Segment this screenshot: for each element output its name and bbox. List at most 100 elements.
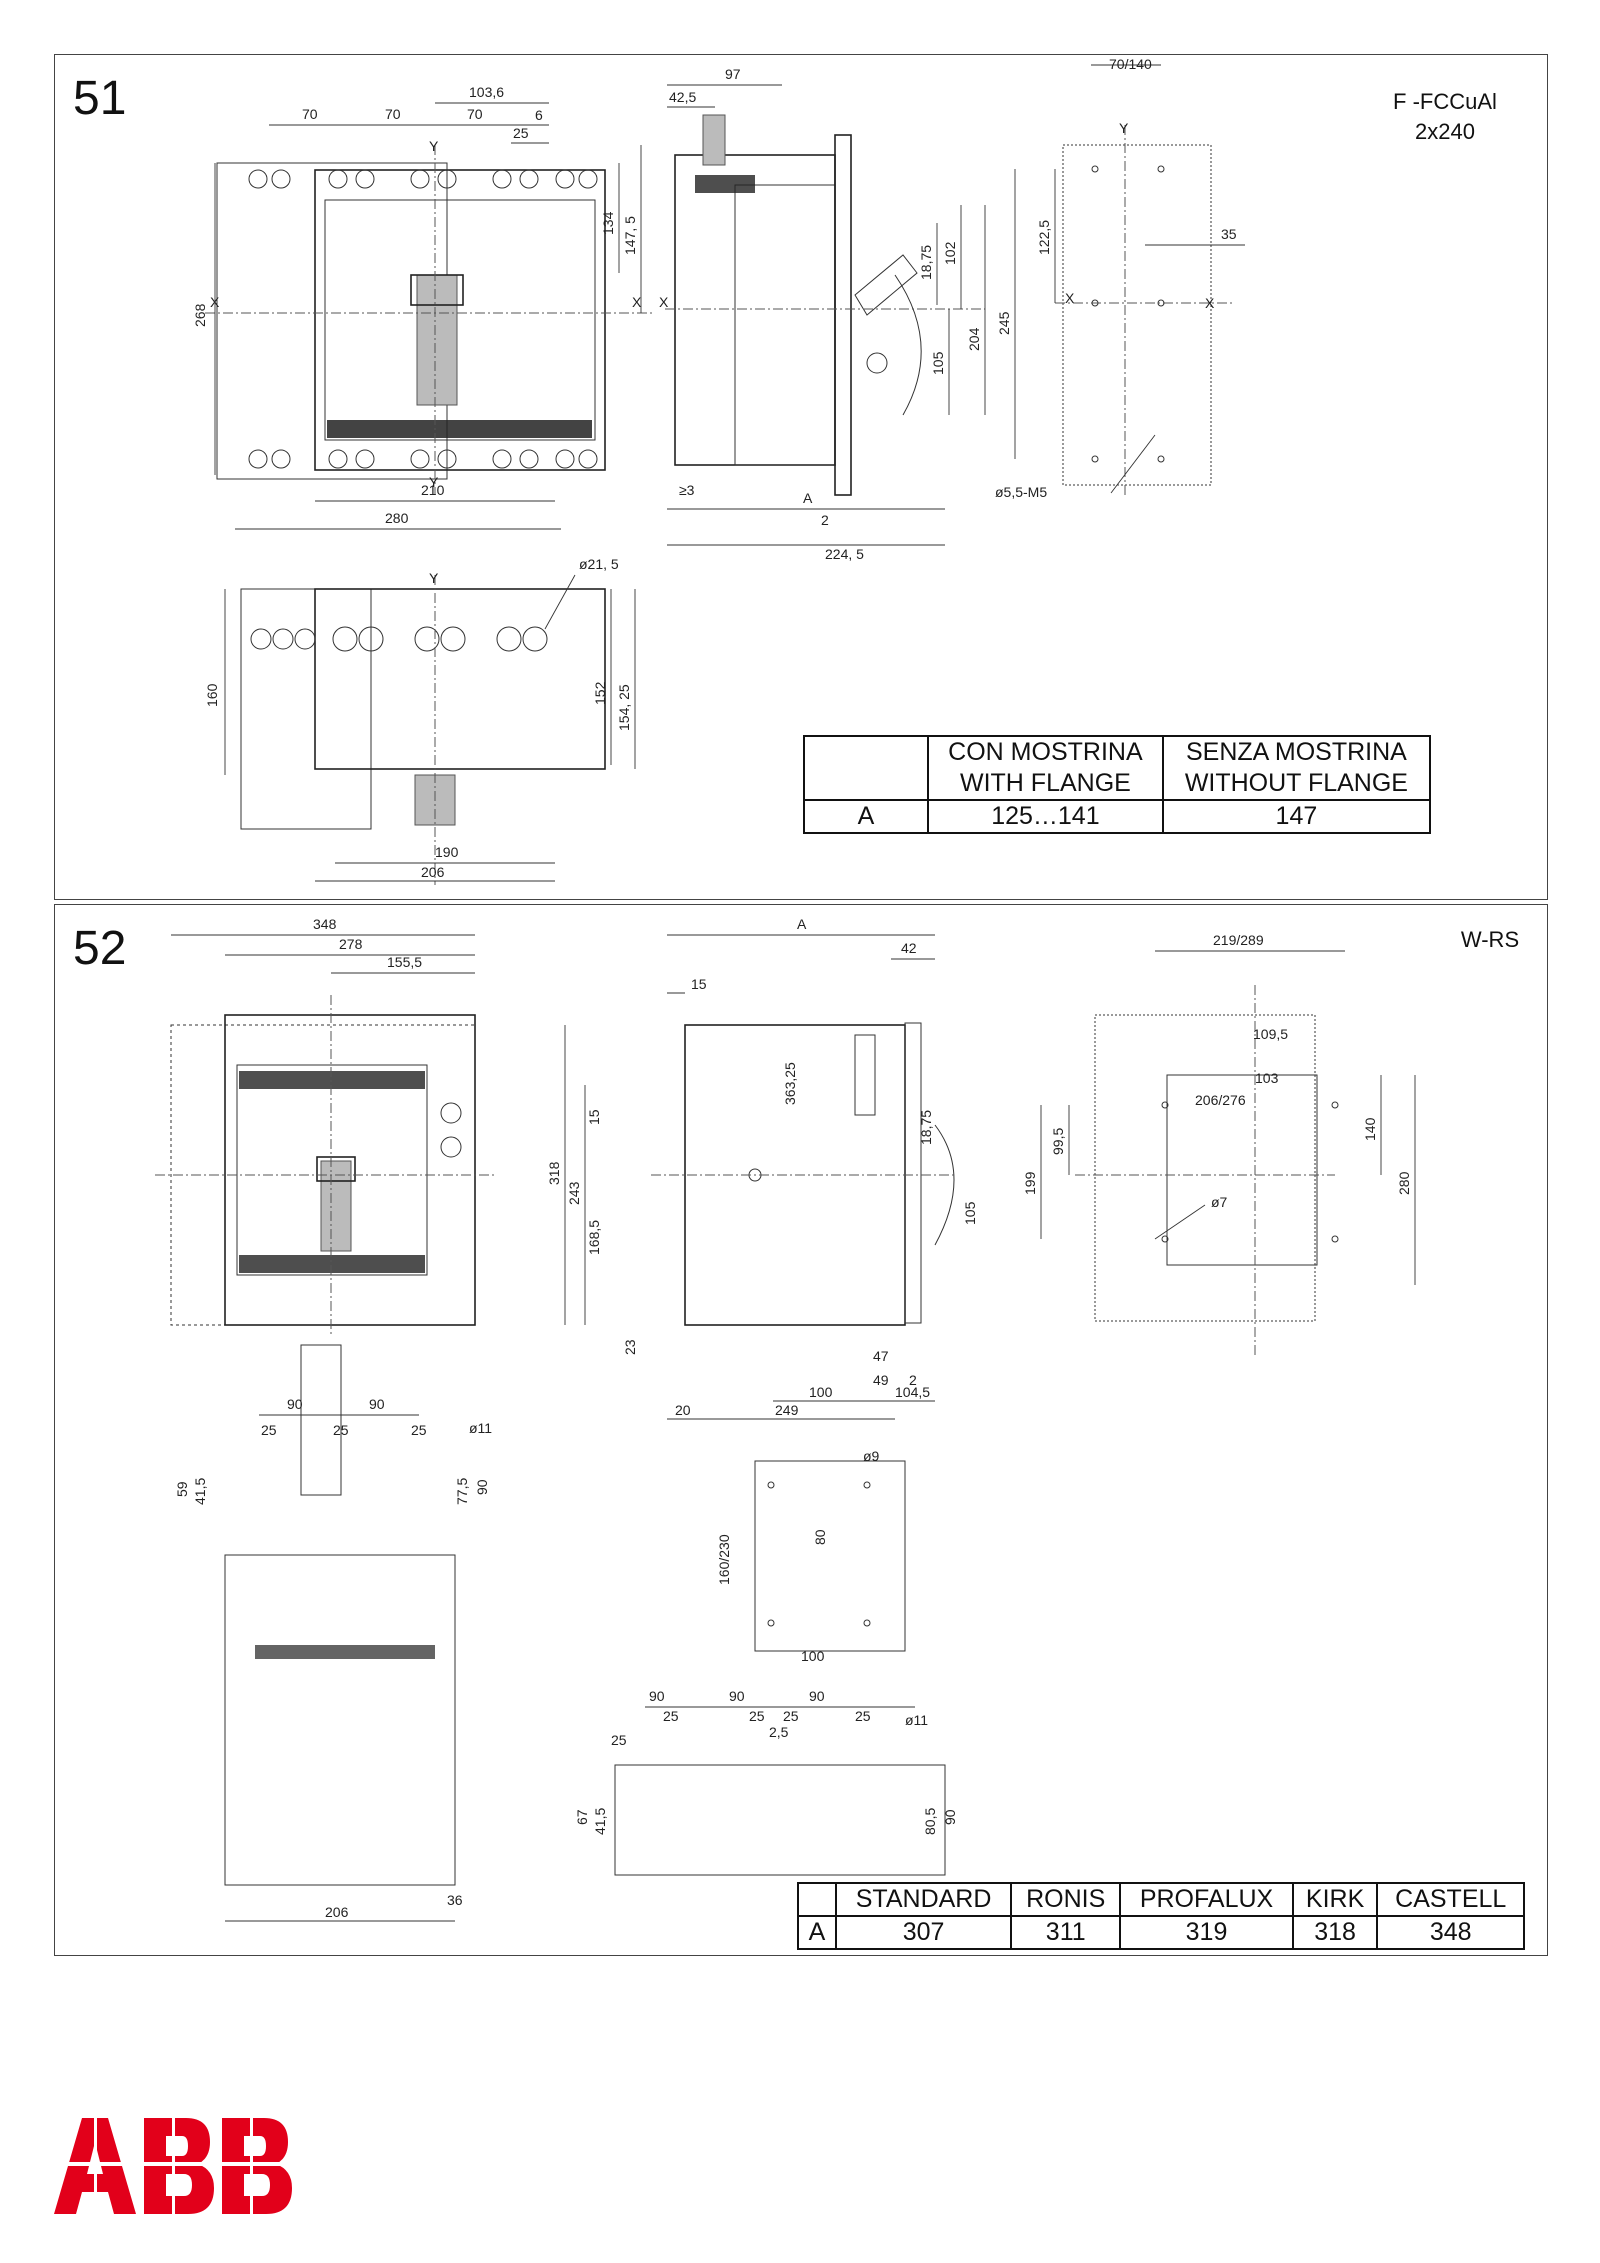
dim-25: 25 (261, 1422, 277, 1438)
panel-number: 52 (73, 922, 127, 975)
table-header-cell: CASTELL (1376, 1882, 1525, 1917)
dim-diam-9: ø9 (863, 1448, 880, 1464)
table-cell: 319 (1119, 1915, 1294, 1950)
dim-90: 90 (649, 1688, 665, 1704)
dim-25: 25 (783, 1708, 799, 1724)
dim-278: 278 (339, 936, 363, 952)
front-view: X X Y Y 70 70 70 103,6 25 6 134 147, 5 2… (192, 84, 655, 530)
dim-147-5: 147, 5 (622, 216, 638, 255)
dim-70: 70 (302, 106, 318, 122)
dim-47: 47 (873, 1348, 889, 1364)
table-row: A 307 311 319 318 348 (797, 1915, 1525, 1950)
dim-2: 2 (909, 1372, 917, 1388)
dim-18-75: 18,75 (918, 1110, 934, 1145)
dim-18-75: 18,75 (918, 245, 934, 280)
table-row: A 125…141 147 (803, 799, 1432, 834)
dim-363-25: 363,25 (782, 1062, 798, 1105)
dim-80-5: 80,5 (922, 1808, 938, 1835)
dim-152: 152 (592, 681, 608, 705)
dim-25: 25 (611, 1732, 627, 1748)
axis-x-label: X (1205, 295, 1215, 311)
table-header-cell: STANDARD (834, 1882, 1013, 1917)
dim-41-5: 41,5 (192, 1478, 208, 1505)
dim-105: 105 (930, 351, 946, 375)
dim-168-5: 168,5 (586, 1220, 602, 1255)
dim-15: 15 (691, 976, 707, 992)
dim-25: 25 (663, 1708, 679, 1724)
dim-20: 20 (675, 1402, 691, 1418)
dim-104-5: 104,5 (895, 1384, 930, 1400)
dim-155-5: 155,5 (387, 954, 422, 970)
table-header-row: CON MOSTRINA WITH FLANGE SENZA MOSTRINA … (803, 735, 1432, 801)
spec-table-52: STANDARD RONIS PROFALUX KIRK CASTELL A 3… (797, 1882, 1525, 1950)
dim-70: 70 (385, 106, 401, 122)
table-cell: 307 (834, 1915, 1013, 1950)
dim-103: 103 (1255, 1070, 1279, 1086)
table-header-cell: RONIS (1010, 1882, 1122, 1917)
axis-y-label: Y (429, 474, 439, 490)
dim-280: 280 (1396, 1171, 1412, 1195)
dim-105: 105 (962, 1201, 978, 1225)
rear-terminals-view: 90 90 25 25 25 ø11 59 41,5 77,5 90 206 3… (174, 1344, 492, 1922)
drilling-template: X X Y 70/140 122,5 245 35 ø5,5-M5 (995, 56, 1245, 500)
dim-41-5: 41,5 (592, 1808, 608, 1835)
dim-100: 100 (809, 1384, 833, 1400)
dim-diam-21-5: ø21, 5 (579, 556, 619, 572)
axis-x-label: X (632, 294, 642, 310)
drilling-template: 219/289 109,5 103 206/276 99,5 199 140 2… (1022, 932, 1416, 1355)
table-corner-cell (803, 735, 929, 801)
dim-42-5: 42,5 (669, 89, 696, 105)
dim-25: 25 (411, 1422, 427, 1438)
dim-140: 140 (1362, 1117, 1378, 1141)
table-header-cell: CON MOSTRINA WITH FLANGE (927, 735, 1164, 801)
table-corner-cell (797, 1882, 837, 1917)
table-row-label: A (803, 799, 929, 834)
dim-122-5: 122,5 (1036, 220, 1052, 255)
dim-70: 70 (467, 106, 483, 122)
dim-99-5: 99,5 (1050, 1128, 1066, 1155)
dim-280: 280 (385, 510, 409, 526)
dim-42: 42 (901, 940, 917, 956)
dim-90: 90 (809, 1688, 825, 1704)
dim-102: 102 (942, 241, 958, 265)
table-header-row: STANDARD RONIS PROFALUX KIRK CASTELL (797, 1882, 1525, 1917)
dim-diam-11: ø11 (905, 1712, 928, 1728)
axis-y-label: Y (1119, 120, 1129, 136)
table-cell: 125…141 (927, 799, 1164, 834)
side-view: X 97 42,5 18,75 102 204 105 ≥3 A 2 224, … (659, 66, 986, 562)
dim-59: 59 (174, 1481, 190, 1497)
dim-70-140: 70/140 (1109, 56, 1152, 72)
drawing-panel-51: 51 F -FCCuAl 2x240 (54, 54, 1548, 900)
dim-134: 134 (600, 211, 616, 235)
axis-x-label: X (659, 294, 669, 310)
terminal-row-bottom (248, 449, 598, 469)
dim-199: 199 (1022, 1171, 1038, 1195)
dim-35: 35 (1221, 226, 1237, 242)
technical-drawing-51: X X Y Y 70 70 70 103,6 25 6 134 147, 5 2… (192, 56, 1245, 885)
dim-15: 15 (586, 1109, 602, 1125)
dim-90: 90 (474, 1479, 490, 1495)
technical-drawing-52: 348 278 155,5 A 42 15 318 243 15 168,5 (155, 916, 1416, 1922)
axis-y-label: Y (429, 138, 439, 154)
terminal-row-top (248, 169, 598, 189)
spec-table-51: CON MOSTRINA WITH FLANGE SENZA MOSTRINA … (803, 735, 1432, 834)
dim-348: 348 (313, 916, 337, 932)
bus-bar-terminals: 90 90 90 25 25 25 2,5 25 25 ø11 67 41,5 … (574, 1688, 958, 1876)
dim-25: 25 (749, 1708, 765, 1724)
dim-90: 90 (942, 1809, 958, 1825)
dim-204: 204 (966, 327, 982, 351)
dim-100: 100 (801, 1648, 825, 1664)
table-header-line: SENZA MOSTRINA (1185, 738, 1407, 766)
dim-109-5: 109,5 (1253, 1026, 1288, 1042)
panel-tag-line2: 2x240 (1415, 119, 1475, 144)
drawing-panel-52: 52 W-RS 348 278 155,5 (54, 904, 1548, 1956)
dim-160-230: 160/230 (716, 1534, 732, 1585)
dim-90: 90 (369, 1396, 385, 1412)
dim-160: 160 (204, 683, 220, 707)
dim-36: 36 (447, 1892, 463, 1908)
small-template: ø9 80 160/230 100 (716, 1448, 906, 1664)
abb-logo-mark (54, 2118, 294, 2214)
dim-49: 49 (873, 1372, 889, 1388)
dim-A: A (803, 490, 813, 506)
dim-25: 25 (333, 1422, 349, 1438)
